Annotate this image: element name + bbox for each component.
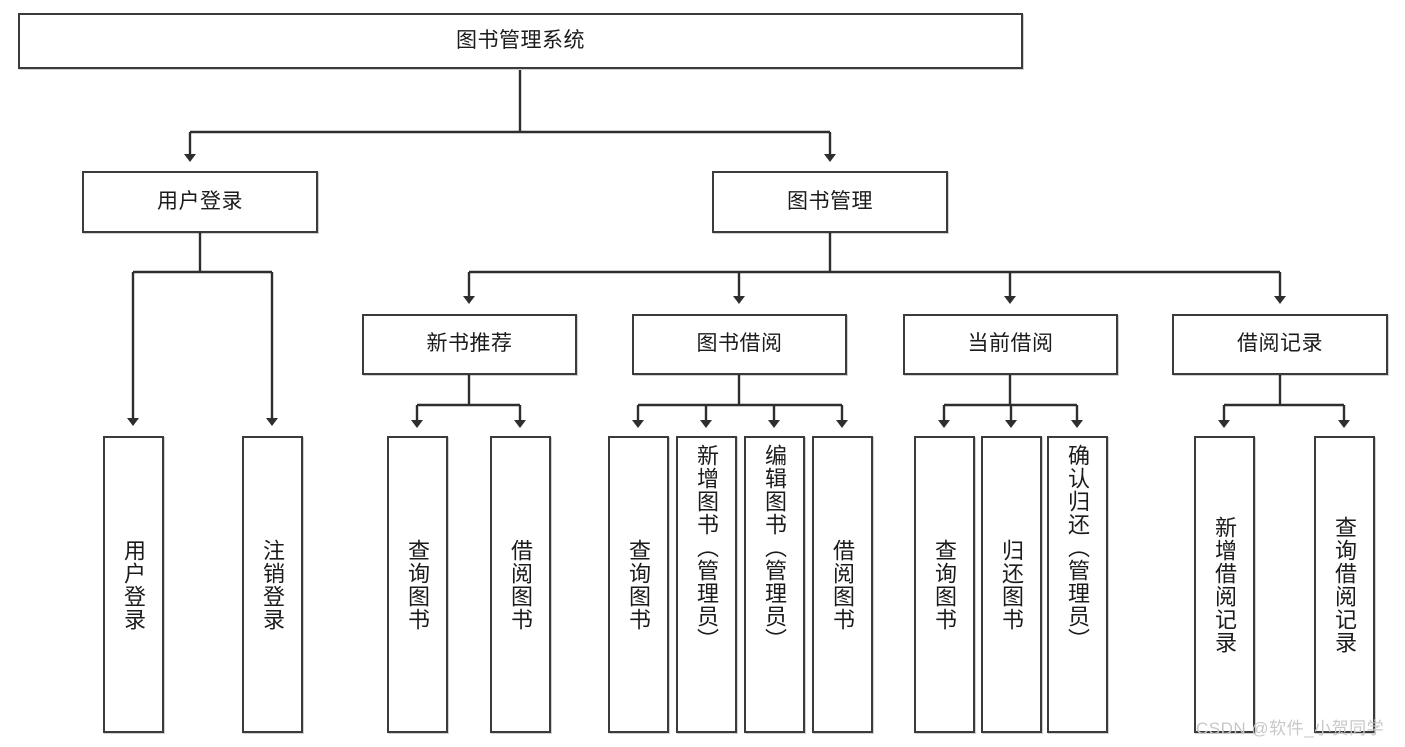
node-user-login[interactable]: 用户登录 bbox=[82, 171, 318, 233]
leaf-query-book-borrow[interactable]: 查询图书 bbox=[608, 436, 669, 733]
leaf-add-book-admin[interactable]: 新增图书（管理员） bbox=[676, 436, 737, 733]
leaf-query-borrow-record[interactable]: 查询借阅记录 bbox=[1314, 436, 1375, 733]
leaf-edit-book-admin[interactable]: 编辑图书（管理员） bbox=[744, 436, 805, 733]
node-label: 查询借阅记录 bbox=[1332, 515, 1358, 654]
leaf-borrow-book-recommend[interactable]: 借阅图书 bbox=[490, 436, 551, 733]
leaf-query-book-recommend[interactable]: 查询图书 bbox=[387, 436, 448, 733]
node-label: 图书管理 bbox=[787, 189, 873, 213]
leaf-logout[interactable]: 注销登录 bbox=[242, 436, 303, 733]
node-label: 归还图书 bbox=[999, 538, 1025, 631]
leaf-query-book-current[interactable]: 查询图书 bbox=[914, 436, 975, 733]
node-current-borrow[interactable]: 当前借阅 bbox=[903, 314, 1118, 375]
node-label: 图书管理系统 bbox=[456, 28, 585, 52]
node-label: 借阅图书 bbox=[508, 538, 534, 631]
leaf-borrow-book[interactable]: 借阅图书 bbox=[812, 436, 873, 733]
node-label: 查询图书 bbox=[405, 538, 431, 631]
node-label: 借阅记录 bbox=[1237, 332, 1323, 356]
node-label: 用户登录 bbox=[121, 538, 147, 631]
node-label: 图书借阅 bbox=[696, 332, 783, 356]
node-label: 借阅图书 bbox=[830, 538, 856, 631]
node-book-borrow[interactable]: 图书借阅 bbox=[632, 314, 847, 375]
node-book-management[interactable]: 图书管理 bbox=[712, 171, 948, 233]
node-label: 用户登录 bbox=[157, 189, 243, 213]
leaf-add-borrow-record[interactable]: 新增借阅记录 bbox=[1194, 436, 1255, 733]
node-label: 查询图书 bbox=[626, 538, 652, 631]
leaf-user-login[interactable]: 用户登录 bbox=[103, 436, 164, 733]
node-label: 注销登录 bbox=[260, 538, 286, 631]
node-label: 新增借阅记录 bbox=[1212, 515, 1238, 654]
leaf-confirm-return-admin[interactable]: 确认归还（管理员） bbox=[1047, 436, 1108, 733]
node-label: 查询图书 bbox=[932, 538, 958, 631]
node-label: 确认归还（管理员） bbox=[1065, 444, 1091, 651]
node-label: 编辑图书（管理员） bbox=[762, 444, 788, 651]
leaf-return-book[interactable]: 归还图书 bbox=[981, 436, 1042, 733]
csdn-watermark: CSDN @软件_小贺同学 bbox=[1196, 719, 1385, 738]
node-label: 当前借阅 bbox=[967, 332, 1054, 356]
node-label: 新增图书（管理员） bbox=[694, 444, 720, 651]
node-borrow-record[interactable]: 借阅记录 bbox=[1172, 314, 1388, 375]
node-root-system[interactable]: 图书管理系统 bbox=[18, 13, 1023, 69]
node-label: 新书推荐 bbox=[426, 332, 513, 356]
node-new-book-recommend[interactable]: 新书推荐 bbox=[362, 314, 577, 375]
